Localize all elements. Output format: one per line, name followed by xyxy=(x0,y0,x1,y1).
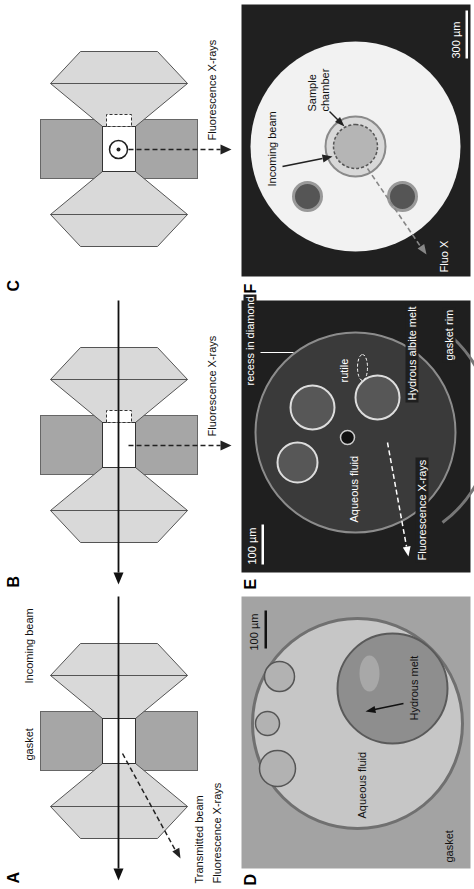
annotation-label: 100 µm xyxy=(247,614,260,651)
figure-polygon xyxy=(335,117,345,127)
figure-circle xyxy=(290,385,334,429)
figure-circle xyxy=(250,41,460,251)
figure-circle xyxy=(325,116,385,176)
photo-panel: F Incoming beam Sample chamberFluo X 300 µm xyxy=(237,0,474,296)
figure-polygon xyxy=(220,144,231,154)
figure-line xyxy=(282,158,322,166)
cell-schematic xyxy=(0,0,237,296)
panel-letter: C xyxy=(4,280,22,292)
annotation-label: gasket rim xyxy=(442,308,455,363)
annotation-label: Fluorescence X-rays xyxy=(210,783,223,884)
annotation-label: gasket xyxy=(22,728,35,760)
figure-line xyxy=(50,214,187,215)
annotation-label: 300 µm xyxy=(449,21,462,58)
figure-rect xyxy=(261,524,264,564)
annotation-label: Hydrous albite melt xyxy=(405,304,418,402)
annotation-label: Transmitted beam xyxy=(192,796,205,884)
figure-line xyxy=(374,704,403,710)
figure-circle xyxy=(355,375,399,419)
figure-line xyxy=(128,148,220,150)
figure-rect xyxy=(241,597,470,869)
panel-letter: D xyxy=(241,874,259,886)
figure-ellipse xyxy=(359,656,379,692)
figure-polygon xyxy=(220,440,231,450)
figure-polygon xyxy=(113,572,123,584)
annotation-label: Sample chamber xyxy=(305,59,331,111)
figure-circle xyxy=(337,634,447,744)
annotation-label: Fluo X xyxy=(437,240,450,272)
annotation-label: rutile xyxy=(337,359,350,383)
figure-polygon xyxy=(50,51,187,126)
figure-circle xyxy=(109,140,127,158)
figure-polygon xyxy=(50,171,187,246)
panel-letter: E xyxy=(241,579,259,590)
figure-polygon xyxy=(365,706,376,713)
annotation-label: Aqueous fluid xyxy=(347,456,360,523)
figure-rect xyxy=(241,4,470,276)
annotation-label: Incoming beam xyxy=(265,111,278,186)
figure-line xyxy=(128,445,220,447)
panel-letter: F xyxy=(241,283,259,293)
figure-rect xyxy=(264,611,267,649)
figure-line xyxy=(367,168,420,246)
figure-path xyxy=(442,337,474,522)
figure-rect xyxy=(40,119,197,178)
figure-circle xyxy=(116,147,120,151)
schematic-panel: C Fluorescence X-rays xyxy=(0,0,237,296)
figure-circle xyxy=(293,182,321,210)
figure-ellipse xyxy=(357,354,367,380)
annotation-label: Fluorescence X-rays xyxy=(205,336,218,437)
annotation-label: gasket xyxy=(442,830,455,862)
figure-rect xyxy=(102,126,135,171)
figure-line xyxy=(117,597,119,869)
figure-line xyxy=(117,300,119,572)
figure-circle xyxy=(340,430,354,444)
cell-photo xyxy=(237,296,474,592)
figure-line xyxy=(260,352,293,353)
figure-polygon xyxy=(113,869,123,881)
schematic-panel: Agasket Incoming beamTransmitted beam Fluo… xyxy=(0,593,237,889)
panel-letter: A xyxy=(4,872,22,884)
figure-circle xyxy=(333,124,377,168)
figure-line xyxy=(329,111,338,120)
annotation-label: Fluorescence X-rays xyxy=(205,39,218,140)
figure-circle xyxy=(264,662,294,692)
figure-polygon xyxy=(402,546,410,557)
figure-line xyxy=(50,83,187,84)
figure-circle xyxy=(252,619,462,829)
figure-polygon xyxy=(172,848,180,859)
figure-circle xyxy=(255,712,279,736)
figure-line xyxy=(387,442,406,546)
figure-polygon xyxy=(321,154,332,162)
schematic-panel: B Fluorescence X-rays xyxy=(0,296,237,592)
cell-photo xyxy=(237,593,474,889)
annotation-label: 100 µm xyxy=(245,528,258,565)
annotation-label: recess in diamond xyxy=(243,294,256,387)
figure-circle xyxy=(277,442,317,482)
figure-polygon xyxy=(417,244,426,255)
annotation-label: Fluorescence X-rays xyxy=(415,458,428,563)
figure-rect xyxy=(241,300,470,572)
figure-circle xyxy=(259,751,295,787)
annotation-label: Incoming beam xyxy=(22,609,35,684)
cell-schematic xyxy=(0,296,237,592)
photo-panel: E 100 µm Aqueous fluid Fluorescence X-rays r… xyxy=(237,296,474,592)
panel-letter: B xyxy=(4,576,22,588)
figure-rect xyxy=(106,114,131,126)
photo-panel: Dgasket Aqueous fluid Hydrous melt 100 µm xyxy=(237,593,474,889)
figure-line xyxy=(122,754,175,851)
figure-rect xyxy=(465,10,468,58)
annotation-label: Hydrous melt xyxy=(407,656,420,721)
annotation-label: Aqueous fluid xyxy=(355,752,368,819)
